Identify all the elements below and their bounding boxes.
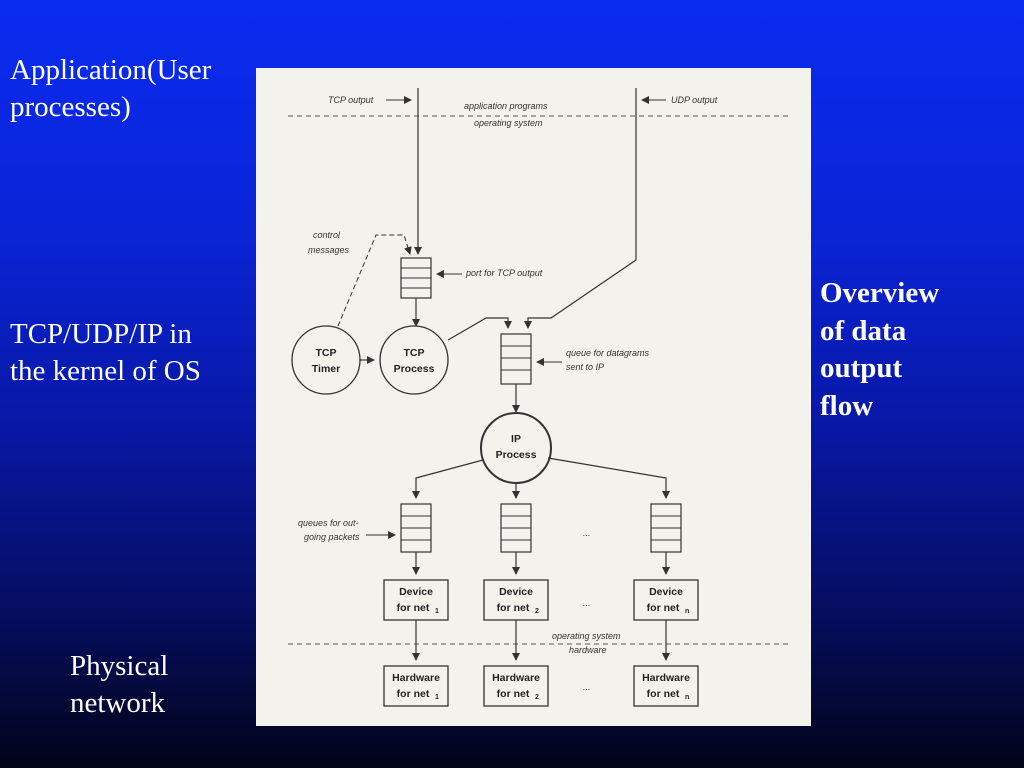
ip-process-line1: IP [511,433,521,445]
physical-network-label: Physical network [70,648,250,722]
messages-text: messages [308,245,350,255]
ellipsis-hardware: ... [583,682,591,692]
hwn-sub: n [685,694,689,701]
hardware-bottom-text: hardware [569,645,607,655]
tcp-output-text: TCP output [328,95,374,105]
ip-to-queuen-path [547,457,670,499]
queue-datagrams-text2: sent to IP [566,362,604,372]
physical-label-line2: network [70,687,166,720]
hwn-fornet: for net [647,688,680,700]
application-label-line2: processes) [10,91,131,124]
kernel-label-line1: TCP/UDP/IP in [10,318,192,350]
kernel-label-line2: the kernel of OS [10,355,201,388]
device2-label: Device [499,586,533,598]
hw1-label: Hardware [392,672,440,684]
overview-line3: output [820,352,903,385]
application-label-line1: Application(User [10,54,212,86]
hardware-net1-box [383,665,449,707]
tcp-port-queue [400,257,432,299]
hardware-net2-box [483,665,549,707]
devicen-fornet: for net [647,602,680,614]
ip-to-queue1-path [412,459,484,499]
overview-line2: of data [820,314,907,347]
queue-datagrams-text1: queue for datagrams [566,348,650,358]
tcp-to-ip-queue-path [447,317,512,341]
tcp-process-line1: TCP [404,347,425,359]
app-programs-text: application programs [464,101,548,111]
control-dashed-path [337,234,412,327]
tcp-timer-line1: TCP [316,347,337,359]
port-tcp-output-text: port for TCP output [465,268,543,278]
device1-fornet: for net [397,602,430,614]
devicen-sub: n [685,608,689,615]
physical-label-line1: Physical [70,650,169,682]
device2-fornet: for net [497,602,530,614]
udp-output-text: UDP output [671,95,718,105]
device1-sub: 1 [435,608,439,615]
hw2-fornet: for net [497,688,530,700]
overview-line1: Overview [820,277,940,309]
queues-outgoing-text2: going packets [304,532,360,542]
devicen-label: Device [649,586,683,598]
device1-label: Device [399,586,433,598]
hw2-sub: 2 [535,694,539,701]
os-top-text: operating system [474,118,543,128]
overview-title: Overview of data output flow [820,275,1020,426]
ip-process-node [480,412,552,484]
device2-sub: 2 [535,608,539,615]
queues-outgoing-text1: queues for out- [298,518,359,528]
data-output-flow-figure: application programs operating system TC… [256,68,811,726]
udp-path [524,88,637,329]
device-net2-box [483,579,549,621]
tcp-process-line2: Process [394,363,435,375]
outgoing-queue-1 [400,503,432,553]
tcp-timer-line2: Timer [312,363,340,375]
overview-line4: flow [820,390,874,423]
hwn-label: Hardware [642,672,690,684]
application-label: Application(User processes) [10,52,260,126]
outgoing-queue-2 [500,503,532,553]
device-net1-box [383,579,449,621]
tcp-timer-node [291,325,361,395]
ellipsis-queues: ... [583,528,591,538]
os-bottom-text: operating system [552,631,621,641]
flow-diagram: application programs operating system TC… [288,88,791,707]
tcp-process-node [379,325,449,395]
hardware-netn-box [633,665,699,707]
ellipsis-devices: ... [583,598,591,608]
ip-process-line2: Process [496,449,537,461]
outgoing-queue-n [650,503,682,553]
hw1-fornet: for net [397,688,430,700]
kernel-label: TCP/UDP/IP in the kernel of OS [10,316,260,390]
ip-datagram-queue [500,333,532,385]
control-text: control [313,230,341,240]
hw1-sub: 1 [435,694,439,701]
hw2-label: Hardware [492,672,540,684]
